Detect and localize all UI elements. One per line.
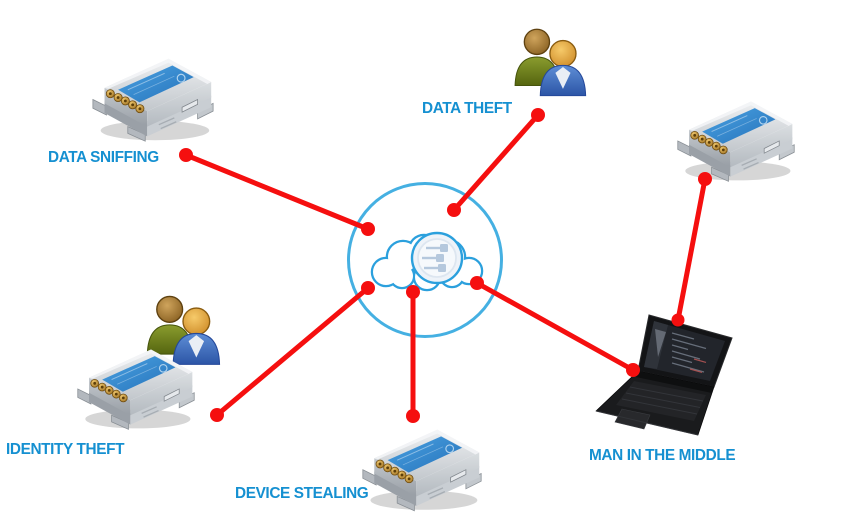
connection-remote-router-laptop bbox=[671, 172, 712, 327]
people-icon-data-theft bbox=[505, 20, 589, 97]
label-man-in-the-middle: MAN IN THE MIDDLE bbox=[589, 447, 736, 464]
connection-data-sniffing bbox=[179, 148, 375, 236]
cloud-connectors-icon bbox=[370, 231, 484, 292]
laptop-man-in-the-middle bbox=[594, 309, 744, 439]
router-device-identity-theft bbox=[74, 342, 198, 434]
label-identity-theft: IDENTITY THEFT bbox=[6, 441, 125, 458]
connector-plugs-icon bbox=[422, 244, 448, 272]
router-device-remote bbox=[674, 94, 798, 186]
label-data-theft: DATA THEFT bbox=[422, 100, 512, 117]
router-device-data-sniffing bbox=[89, 51, 217, 146]
label-device-stealing: DEVICE STEALING bbox=[235, 485, 369, 502]
label-data-sniffing: DATA SNIFFING bbox=[48, 149, 159, 166]
router-device-device-stealing bbox=[359, 422, 485, 516]
connection-identity-theft bbox=[210, 281, 375, 422]
